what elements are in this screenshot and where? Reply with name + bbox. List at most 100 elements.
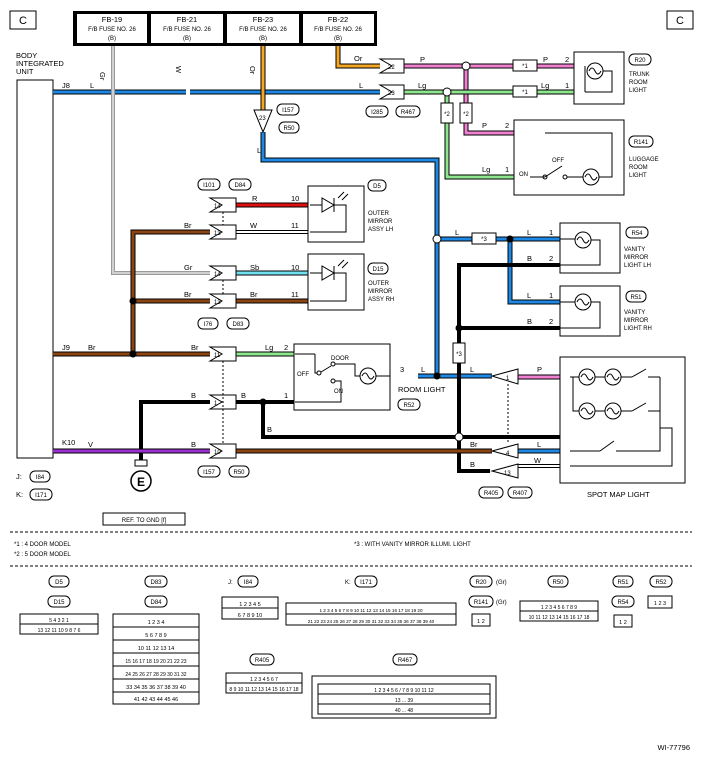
- svg-text:C: C: [19, 15, 27, 27]
- svg-text:Br: Br: [470, 440, 478, 449]
- outer-mirror-lh: D5 OUTER MIRROR ASSY LH: [307, 179, 393, 243]
- svg-text:Or: Or: [354, 54, 363, 63]
- svg-text:LUGGAGE: LUGGAGE: [629, 157, 659, 163]
- diagram-code: WI-77796: [657, 743, 690, 752]
- svg-text:W: W: [534, 456, 542, 465]
- fuse-name: F/B FUSE NO. 26: [163, 27, 211, 33]
- svg-text:I84: I84: [36, 475, 45, 481]
- svg-text:23: 23: [259, 116, 266, 122]
- svg-text:13: 13: [214, 300, 221, 306]
- svg-text:1 2 3 4 5: 1 2 3 4 5: [239, 602, 260, 608]
- room-light: DOOR OFF ON ROOM LIGHT R52: [293, 343, 446, 411]
- svg-text:B: B: [470, 460, 475, 469]
- luggage-room-light: OFF ON R141 LUGGAGE ROOM LIGHT: [513, 119, 659, 196]
- svg-text:14: 14: [214, 204, 221, 210]
- svg-text:13 ... 39: 13 ... 39: [395, 698, 413, 704]
- svg-text:D5: D5: [55, 580, 63, 586]
- dashed-links: [222, 212, 509, 444]
- svg-text:LIGHT: LIGHT: [629, 88, 647, 94]
- svg-text:P: P: [543, 55, 548, 64]
- svg-text:R50: R50: [552, 580, 564, 586]
- svg-text:5 6 7 8 9: 5 6 7 8 9: [145, 633, 166, 639]
- svg-text:1: 1: [565, 81, 569, 90]
- svg-text:1 2: 1 2: [477, 619, 485, 625]
- svg-text:L: L: [257, 146, 261, 155]
- svg-text:40 ... 48: 40 ... 48: [395, 708, 413, 714]
- svg-text:1: 1: [506, 376, 510, 382]
- svg-text:R52: R52: [403, 403, 415, 409]
- svg-text:R50: R50: [233, 470, 245, 476]
- svg-text:I157: I157: [282, 108, 294, 114]
- svg-text:R467: R467: [401, 110, 416, 116]
- svg-text:LIGHT RH: LIGHT RH: [624, 326, 652, 332]
- svg-text:D15: D15: [372, 267, 384, 273]
- svg-text:TRUNK: TRUNK: [629, 72, 650, 78]
- svg-text:P: P: [420, 55, 425, 64]
- svg-text:MIRROR: MIRROR: [624, 255, 649, 261]
- svg-text:33 34 35 36 37 38 39 40: 33 34 35 36 37 38 39 40: [126, 685, 186, 691]
- svg-text:I84: I84: [244, 580, 253, 586]
- svg-text:10: 10: [214, 450, 221, 456]
- svg-text:10 11 12 13 14: 10 11 12 13 14: [138, 646, 174, 652]
- svg-text:D5: D5: [373, 184, 381, 190]
- svg-text:MIRROR: MIRROR: [368, 289, 393, 295]
- svg-text:3: 3: [400, 365, 404, 374]
- svg-text:ASSY RH: ASSY RH: [368, 297, 394, 303]
- svg-text:Br: Br: [184, 290, 192, 299]
- svg-text:R20: R20: [475, 580, 487, 586]
- svg-text:L: L: [527, 291, 531, 300]
- svg-text:R54: R54: [617, 600, 629, 606]
- fuse-name: F/B FUSE NO. 26: [239, 27, 287, 33]
- svg-text:5 4 3 2 1: 5 4 3 2 1: [49, 618, 69, 624]
- fuse-id: FB-22: [328, 15, 348, 24]
- svg-text:B: B: [267, 425, 272, 434]
- connector-view-i84: J: I84 1 2 3 4 5 6 7 8 9 10: [221, 575, 279, 620]
- svg-text:UNIT: UNIT: [16, 67, 34, 76]
- svg-text:L: L: [537, 440, 541, 449]
- svg-text:I157: I157: [203, 470, 215, 476]
- fuse-sub: (B): [259, 36, 267, 42]
- connector-i101-d84: I101 D84 14 13: [197, 178, 252, 240]
- svg-text:LIGHT: LIGHT: [629, 173, 647, 179]
- svg-text:Br: Br: [191, 343, 199, 352]
- svg-text:D15: D15: [53, 600, 65, 606]
- svg-text:VANITY: VANITY: [624, 247, 645, 253]
- svg-text:OFF: OFF: [552, 158, 564, 164]
- svg-text:(Gr): (Gr): [496, 580, 507, 586]
- svg-text:2: 2: [549, 254, 553, 263]
- svg-text:K:: K:: [16, 490, 23, 499]
- fuse-name: F/B FUSE NO. 26: [314, 27, 362, 33]
- svg-text:I171: I171: [360, 580, 372, 586]
- svg-text:B: B: [191, 440, 196, 449]
- svg-text:D84: D84: [234, 183, 246, 189]
- svg-text:J:: J:: [16, 472, 22, 481]
- fuse-id: FB-23: [253, 15, 273, 24]
- svg-text:Br: Br: [250, 290, 258, 299]
- svg-text:Lg: Lg: [541, 81, 549, 90]
- connector-view-d83: D83 D84 1 2 3 4 5 6 7 8 9 10 11 12 13 14…: [112, 575, 200, 705]
- svg-text:R141: R141: [474, 600, 489, 606]
- svg-text:DOOR: DOOR: [331, 356, 350, 362]
- svg-text:SPOT MAP LIGHT: SPOT MAP LIGHT: [587, 490, 650, 499]
- note: *1 : 4 DOOR MODEL: [14, 542, 71, 548]
- svg-text:ON: ON: [334, 389, 343, 395]
- svg-text:J:: J:: [228, 580, 233, 586]
- body-integrated-unit: BODY INTEGRATED UNIT J8 J9 K10 J: I84 K:…: [16, 51, 75, 501]
- spot-map-light: SPOT MAP LIGHT: [559, 356, 686, 499]
- svg-text:*1: *1: [522, 64, 528, 70]
- svg-text:Gr: Gr: [184, 263, 193, 272]
- svg-text:13: 13: [504, 471, 511, 477]
- svg-text:D83: D83: [232, 322, 244, 328]
- fuse-box: FB-19 F/B FUSE NO. 26 (B) FB-21 F/B FUSE…: [73, 11, 377, 46]
- svg-text:R407: R407: [513, 491, 528, 497]
- svg-text:1: 1: [214, 401, 218, 407]
- svg-text:D84: D84: [150, 600, 162, 606]
- svg-text:Or: Or: [248, 66, 257, 75]
- svg-text:13 12 11 10 9 8 7 6: 13 12 11 10 9 8 7 6: [38, 628, 81, 634]
- svg-text:L: L: [455, 228, 459, 237]
- connector-view-r51: R51 R54 1 2: [611, 575, 635, 628]
- svg-text:Lg: Lg: [418, 81, 426, 90]
- svg-text:1: 1: [284, 391, 288, 400]
- svg-text:L: L: [470, 365, 474, 374]
